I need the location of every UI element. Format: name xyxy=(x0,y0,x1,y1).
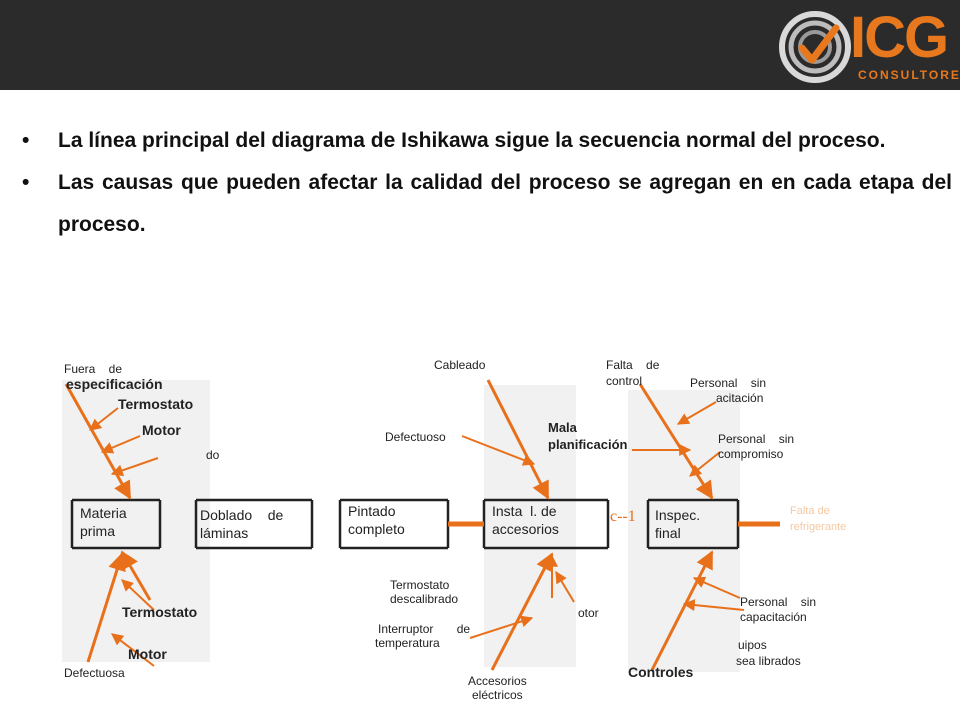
cause-label: Mala xyxy=(548,420,577,435)
header-bar: ICG CONSULTORES xyxy=(0,0,960,90)
bullet-text: La línea principal del diagrama de Ishik… xyxy=(58,129,886,152)
stage-label-line: Materia xyxy=(80,505,127,521)
bullet-list: • La línea principal del diagrama de Ish… xyxy=(22,120,952,246)
cause-label-faint: refrigerante xyxy=(790,521,847,533)
stage-label-line: Inspec. xyxy=(655,507,701,523)
stage-label-line: láminas xyxy=(200,525,249,541)
cause-label: Controles xyxy=(628,664,694,680)
cause-label: compromiso xyxy=(718,447,784,461)
cause-label-faint: Falta de xyxy=(790,505,830,517)
bullet-dot-icon: • xyxy=(22,129,30,152)
cause-label: planificación xyxy=(548,437,628,452)
bg-panel xyxy=(628,390,740,672)
stage-label-line: prima xyxy=(80,523,116,539)
bullet-item: • La línea principal del diagrama de Ish… xyxy=(22,120,952,162)
cause-label: temperatura xyxy=(375,636,440,650)
cause-label: Termostato xyxy=(390,578,450,592)
cause-label: do xyxy=(206,448,220,462)
cause-label: Falta de xyxy=(606,358,660,372)
cause-label: Termostato xyxy=(122,604,198,620)
cause-label: Personal sin xyxy=(740,595,817,609)
cause-label: Personal sin xyxy=(690,376,767,390)
stage-label-line: Insta l. de xyxy=(492,503,557,519)
cause-label: capacitación xyxy=(740,610,807,624)
cause-label: Personal sin xyxy=(718,432,795,446)
cause-label: eléctricos xyxy=(472,688,523,702)
stage-label-line: Pintado xyxy=(348,503,396,519)
stage-doblado-laminas: Doblado de láminas xyxy=(200,506,304,542)
cause-label: Fuera de xyxy=(64,362,123,376)
stage-label-line: Doblado de xyxy=(200,507,284,523)
bg-panel xyxy=(62,380,210,662)
cause-label: c--1 xyxy=(610,508,636,525)
stage-inspec-final: Inspec. final xyxy=(655,506,700,542)
stage-label-line: final xyxy=(655,525,681,541)
cause-label: descalibrado xyxy=(390,592,459,606)
cause-label: control xyxy=(606,374,643,388)
bullet-text: Las causas que pueden afectar la calidad… xyxy=(58,171,952,236)
logo-text: ICG xyxy=(850,5,949,70)
logo-subtitle: CONSULTORES xyxy=(858,68,960,82)
diagram-lines xyxy=(62,379,780,672)
cause-label: otor xyxy=(578,606,599,620)
stage-pintado-completo: Pintado completo xyxy=(348,502,405,538)
cause-label: Termostato xyxy=(118,396,194,412)
cause-label: Motor xyxy=(128,646,167,662)
stage-label-line: completo xyxy=(348,521,405,537)
stage-materia-prima: Materia prima xyxy=(80,504,127,540)
bullet-item: • Las causas que pueden afectar la calid… xyxy=(22,162,952,246)
cause-label: especificación xyxy=(66,376,163,392)
logo-ring-icon xyxy=(779,11,851,83)
cause-label: Accesorios xyxy=(468,674,527,688)
cause-label: Cableado xyxy=(434,358,486,372)
cause-label: Interruptor de xyxy=(378,622,471,636)
stage-label-line: accesorios xyxy=(492,521,559,537)
cause-label: Defectuoso xyxy=(385,430,446,444)
cause-label: acitación xyxy=(716,391,764,405)
cause-label: Defectuosa xyxy=(64,666,125,680)
stage-instal-accesorios: Insta l. de accesorios xyxy=(492,502,559,538)
ishikawa-diagram: Materia prima Doblado de láminas Pintado… xyxy=(0,340,960,720)
bullet-dot-icon: • xyxy=(22,171,30,194)
cause-label: uipos xyxy=(738,638,767,652)
cause-label: sea librados xyxy=(736,654,801,668)
cause-label: Motor xyxy=(142,422,181,438)
icg-logo: ICG CONSULTORES xyxy=(778,4,960,88)
